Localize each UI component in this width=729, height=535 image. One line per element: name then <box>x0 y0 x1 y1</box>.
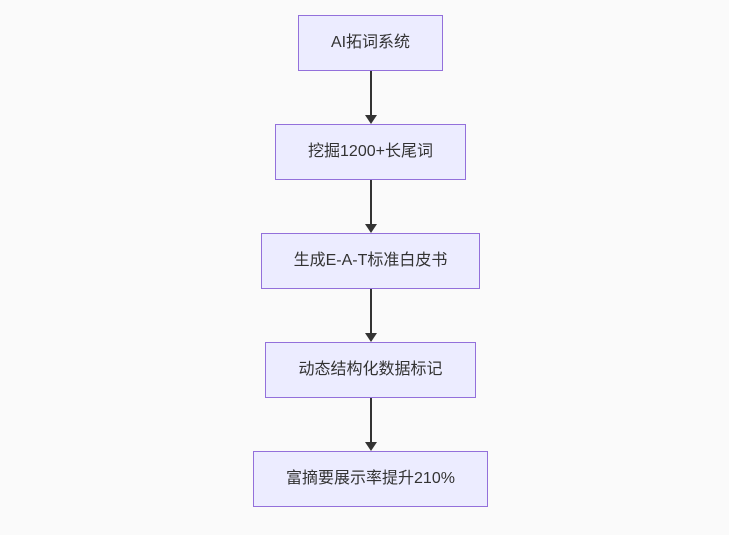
flowchart-node-ai-word-system: AI拓词系统 <box>297 15 444 71</box>
flowchart-node-rich-snippet-rate: 富摘要展示率提升210% <box>253 451 488 507</box>
arrow-down-icon <box>364 71 377 124</box>
flowchart-node-eat-whitepaper: 生成E-A-T标准白皮书 <box>260 233 481 289</box>
flowchart-node-structured-data-markup: 动态结构化数据标记 <box>265 342 476 398</box>
arrow-head-icon <box>364 333 377 342</box>
flowchart: AI拓词系统 挖掘1200+长尾词 生成E-A-T标准白皮书 动态结构化数据标记… <box>6 15 729 507</box>
flowchart-node-longtail-keywords: 挖掘1200+长尾词 <box>275 124 466 180</box>
arrow-shaft <box>369 180 372 224</box>
arrow-shaft <box>369 398 372 442</box>
arrow-down-icon <box>364 180 377 233</box>
arrow-head-icon <box>364 442 377 451</box>
arrow-down-icon <box>364 289 377 342</box>
arrow-head-icon <box>364 115 377 124</box>
arrow-down-icon <box>364 398 377 451</box>
arrow-head-icon <box>364 224 377 233</box>
arrow-shaft <box>369 289 372 333</box>
arrow-shaft <box>369 71 372 115</box>
